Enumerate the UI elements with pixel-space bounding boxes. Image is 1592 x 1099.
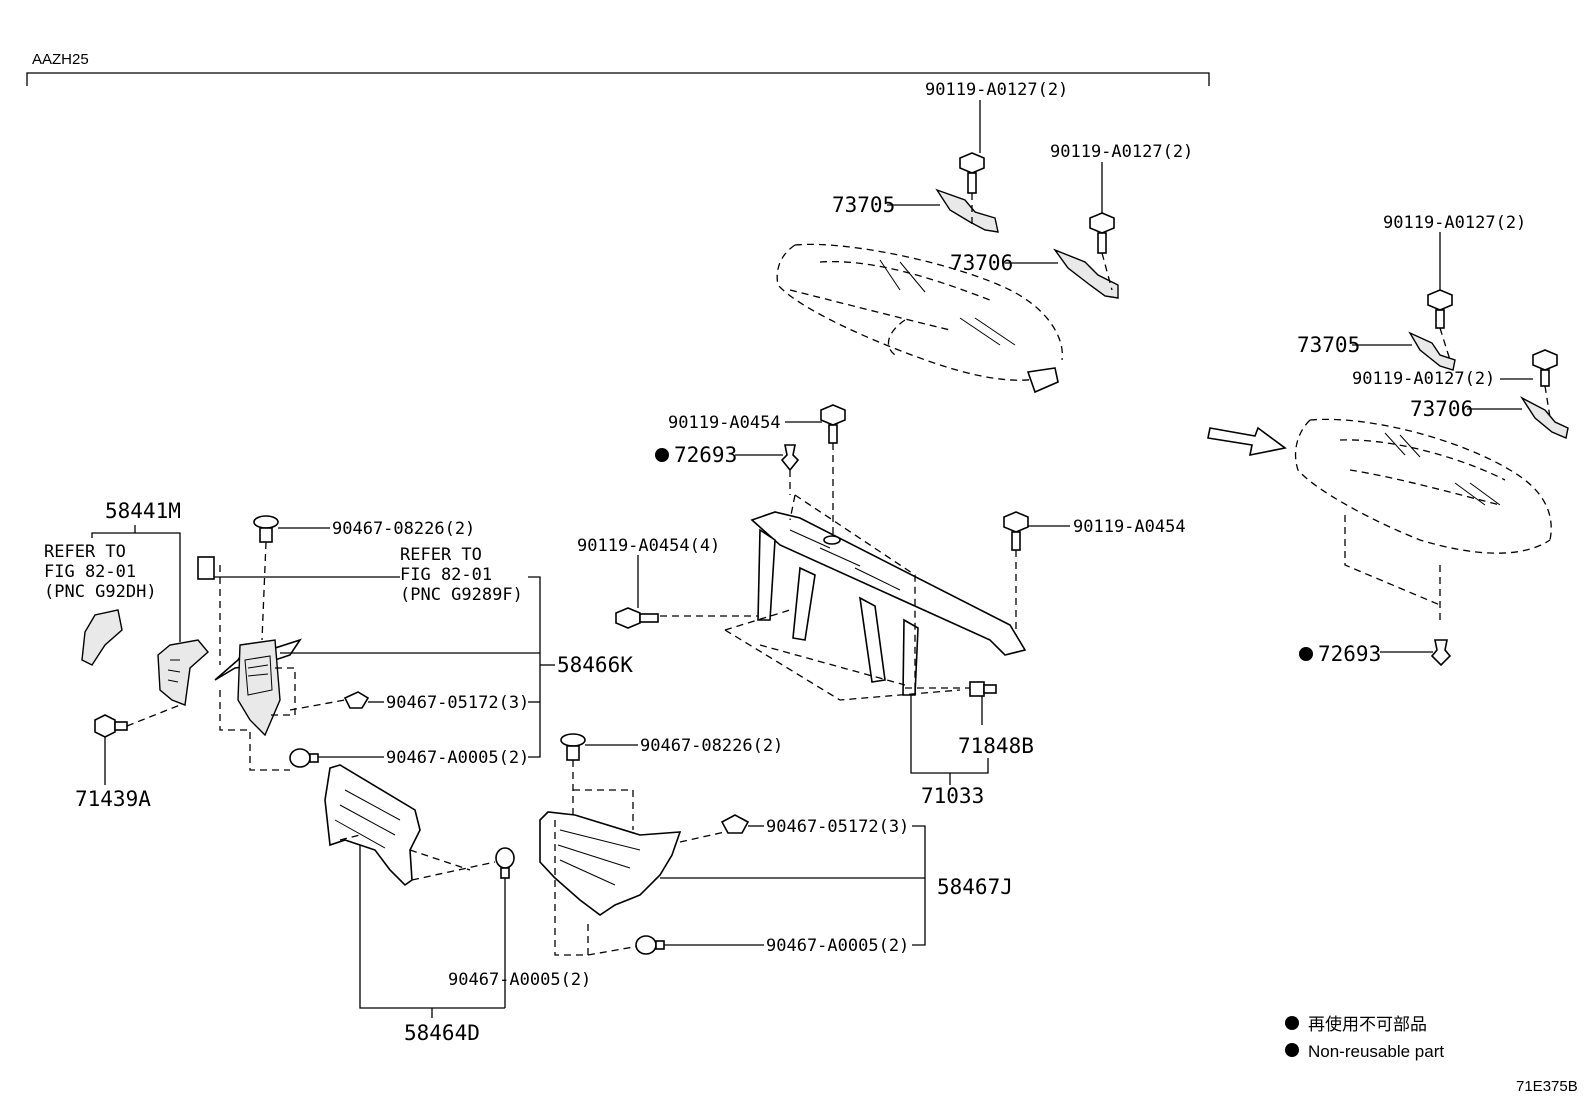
label-73705: 73705	[832, 193, 895, 217]
figure-code: 71E375B	[1516, 1078, 1578, 1095]
refer-to-2-line3: (PNC G9289F)	[400, 585, 523, 605]
non-reusable-bullet	[655, 448, 669, 462]
label-right-73706: 73706	[1410, 397, 1473, 421]
arrow-icon	[1207, 426, 1287, 457]
part-73706-bracket	[1053, 248, 1119, 299]
label-90467-a0005-a: 90467-A0005(2)	[386, 748, 529, 768]
legend-line-en: Non-reusable part	[1308, 1042, 1444, 1061]
label-90467-a0005-b: 90467-A0005(2)	[766, 936, 909, 956]
bolt-icon	[1532, 349, 1558, 387]
seat-cushion-lower	[1294, 418, 1552, 625]
bolt-icon	[959, 152, 985, 194]
label-90467-08226-b: 90467-08226(2)	[640, 736, 783, 756]
label-right-90119-a0127-1: 90119-A0127(2)	[1383, 213, 1526, 233]
clip-icon	[343, 691, 370, 709]
clip-icon	[720, 814, 750, 834]
label-right-72693: 72693	[1318, 642, 1381, 666]
label-58466k: 58466K	[557, 653, 633, 677]
label-71848b: 71848B	[958, 734, 1034, 758]
label-90467-a0005-c: 90467-A0005(2)	[448, 970, 591, 990]
label-right-73705: 73705	[1297, 333, 1360, 357]
part-71033-frame	[750, 511, 1027, 696]
screw-icon	[253, 515, 279, 543]
part-58464d	[324, 764, 421, 887]
part-58467j	[539, 811, 682, 916]
legend: 再使用不可部品 Non-reusable part	[1285, 1014, 1444, 1061]
legend-bullet	[1285, 1016, 1299, 1030]
label-90119-a0127-top: 90119-A0127(2)	[925, 80, 1068, 100]
bolt-icon	[820, 404, 846, 444]
label-58464d: 58464D	[404, 1021, 480, 1045]
screw-icon	[560, 733, 586, 761]
label-90467-05172-a: 90467-05172(3)	[386, 693, 529, 713]
part-58441m	[157, 639, 209, 706]
bolt-icon	[615, 607, 659, 629]
label-90119-a0454-4: 90119-A0454(4)	[577, 536, 720, 556]
non-reusable-bullet	[1299, 647, 1313, 661]
clip-icon	[635, 935, 665, 955]
refer-to-1-line2: FIG 82-01	[44, 562, 136, 582]
label-90119-a0454-right: 90119-A0454	[1073, 517, 1186, 537]
label-58441m: 58441M	[105, 499, 181, 523]
model-code: AAZH25	[32, 51, 89, 68]
refer-to-2-line1: REFER TO	[400, 545, 482, 565]
part-g9289f-sticker	[197, 556, 215, 580]
bolt-icon	[1427, 289, 1453, 329]
legend-bullet	[1285, 1043, 1299, 1057]
clip-icon	[495, 847, 515, 879]
clip-icon	[780, 444, 800, 472]
part-58466k	[214, 638, 302, 737]
part-g92dh	[81, 609, 123, 666]
part-73705-bracket	[935, 188, 999, 233]
label-90119-a0127-b: 90119-A0127(2)	[1050, 142, 1193, 162]
label-90467-05172-b: 90467-05172(3)	[766, 817, 909, 837]
label-right-90119-a0127-2: 90119-A0127(2)	[1352, 369, 1495, 389]
refer-to-1-line1: REFER TO	[44, 542, 126, 562]
bolt-icon	[969, 681, 997, 697]
label-71439a: 71439A	[75, 787, 151, 811]
label-90467-08226-a: 90467-08226(2)	[332, 519, 475, 539]
clip-icon	[289, 748, 319, 768]
label-71033: 71033	[921, 784, 984, 808]
clip-icon	[1430, 639, 1452, 667]
model-bracket	[26, 72, 1210, 86]
label-58467j: 58467J	[937, 875, 1013, 899]
clip-icon	[94, 714, 128, 738]
part-73706-bracket-alt	[1519, 396, 1569, 439]
label-90119-a0454-top: 90119-A0454	[668, 413, 781, 433]
bolt-icon	[1003, 511, 1029, 551]
part-73705-bracket-alt	[1408, 331, 1456, 371]
legend-line-jp: 再使用不可部品	[1308, 1014, 1427, 1034]
seat-cushion-upper	[776, 243, 1064, 394]
refer-to-2-line2: FIG 82-01	[400, 565, 492, 585]
bolt-icon	[1089, 212, 1115, 254]
label-73706: 73706	[950, 251, 1013, 275]
refer-to-1-line3: (PNC G92DH)	[44, 582, 157, 602]
label-72693: 72693	[674, 443, 737, 467]
